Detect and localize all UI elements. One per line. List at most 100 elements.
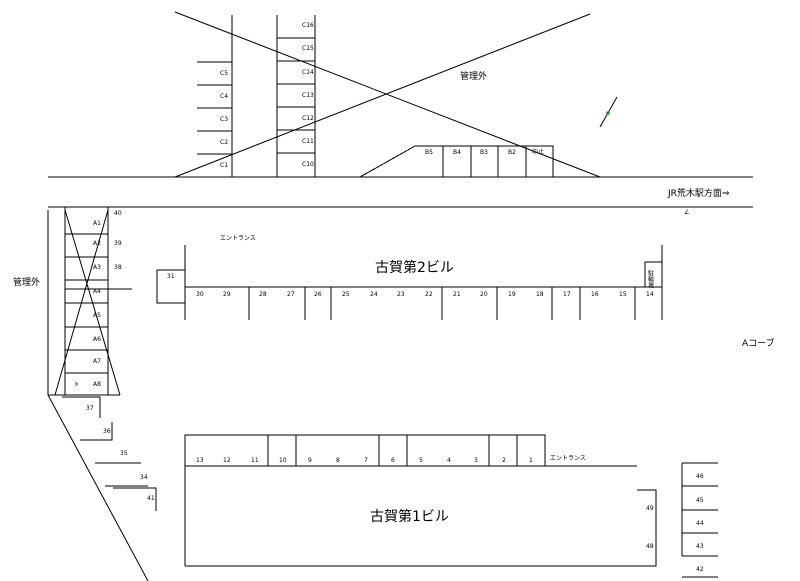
lot-17: 17 [563, 291, 571, 298]
lot-2: 2 [502, 457, 506, 464]
lot-5: 5 [419, 457, 423, 464]
c-area-cross-line-2 [174, 13, 591, 178]
diagonal-lot-area: 37 36 35 34 41 [47, 394, 157, 581]
lot-19: 19 [508, 291, 516, 298]
lot-45: 45 [696, 497, 704, 504]
right-lot-area: 46 45 44 43 42 [681, 462, 718, 578]
building1-top-outline [184, 434, 546, 566]
lot-11: 11 [251, 457, 259, 464]
b-area-outline [359, 145, 554, 178]
lot-8: 8 [336, 457, 340, 464]
lot-16: 16 [591, 291, 599, 298]
lot-41-outline [113, 487, 157, 511]
lot-a1: A1 [93, 220, 101, 227]
entrance-label-bottom: エントランス [550, 455, 586, 462]
lot-24: 24 [370, 291, 378, 298]
lot-14: 14 [646, 291, 654, 298]
lot-c10: C10 [302, 161, 314, 168]
lot-c11: C11 [302, 138, 314, 145]
lot-30: 30 [196, 291, 204, 298]
koga-building-2: 31 駐輪場 エントランス 古賀第2ビル 30 29 28 27 26 25 2… [156, 235, 663, 320]
lot-40: 40 [114, 210, 122, 217]
lot-a4: A4 [93, 288, 101, 295]
building1-body-outline [185, 489, 657, 567]
koga-building-1: 13 12 11 10 9 8 7 6 5 4 3 2 1 エントランス 古賀第… [184, 434, 657, 567]
lot-37: 37 [86, 405, 94, 412]
lot-b5: B5 [425, 149, 433, 156]
x-mark: × [74, 381, 79, 388]
lot-a7: A7 [93, 358, 101, 365]
lot-c13: C13 [302, 92, 314, 99]
lot-13: 13 [196, 457, 204, 464]
lot-a3: A3 [93, 264, 101, 271]
lot-41: 41 [147, 495, 155, 502]
north-arrow-icon [599, 96, 618, 128]
lot-36: 36 [103, 428, 111, 435]
direction-label: JR荒木駅方面⇒ [667, 187, 730, 199]
lot-12: 12 [223, 457, 231, 464]
lot-b4: B4 [453, 149, 461, 156]
lot-c5: C5 [220, 70, 228, 77]
lot-38: 38 [114, 264, 122, 271]
lot-9: 9 [308, 457, 312, 464]
lot-c4: C4 [220, 93, 228, 100]
lot-49: 49 [646, 505, 654, 512]
outside-management-label-left: 管理外 [13, 276, 40, 288]
lot-37-outline [62, 396, 101, 418]
lot-29: 29 [223, 291, 231, 298]
lot-21: 21 [453, 291, 461, 298]
lot-a6: A6 [93, 336, 101, 343]
lot-36-outline [80, 422, 113, 441]
lot-3: 3 [474, 457, 478, 464]
building2-name: 古賀第2ビル [375, 259, 454, 276]
lot-18: 18 [536, 291, 544, 298]
lot-46: 46 [696, 473, 704, 480]
lot-31-box [156, 269, 186, 304]
c-area-cross-line-1 [174, 11, 601, 178]
lot-c16: C16 [302, 22, 314, 29]
bike-parking-label: 駐輪場 [647, 269, 654, 289]
lot-c1: C1 [220, 162, 228, 169]
small-arrow-mark: ∠ [684, 209, 689, 216]
lot-28: 28 [259, 291, 267, 298]
lot-34: 34 [140, 474, 148, 481]
lot-7: 7 [364, 457, 368, 464]
b-area: B5 B4 B3 B2 中止 [359, 145, 554, 178]
lot-25: 25 [342, 291, 350, 298]
lot-20: 20 [480, 291, 488, 298]
lot-43: 43 [696, 543, 704, 550]
a-area: A1 A2 A3 A4 A5 A6 A7 A8 × 40 39 38 管理外 [13, 207, 132, 396]
lot-c15: C15 [302, 45, 314, 52]
lot-48: 48 [646, 543, 654, 550]
lot-a2: A2 [93, 240, 101, 247]
bike-parking-box [644, 261, 663, 288]
entrance-label-top: エントランス [220, 235, 256, 242]
lot-c3: C3 [220, 116, 228, 123]
lot-a8: A8 [93, 381, 101, 388]
lot-26: 26 [314, 291, 322, 298]
c-area: C5 C4 C3 C2 C1 C16 C15 C14 C13 C12 C11 C… [174, 11, 601, 178]
lot-39: 39 [114, 240, 122, 247]
lot-44: 44 [696, 520, 704, 527]
lot-27: 27 [287, 291, 295, 298]
lot-10: 10 [279, 457, 287, 464]
lot-31: 31 [167, 273, 175, 280]
a-coop-label: Aコーブ [742, 337, 775, 349]
lot-35: 35 [120, 450, 128, 457]
lot-6: 6 [391, 457, 395, 464]
lot-b2: B2 [508, 149, 516, 156]
cancelled-lot-label: 中止 [532, 148, 544, 156]
lot-c12: C12 [302, 115, 314, 122]
lot-c2: C2 [220, 139, 228, 146]
lot-a5: A5 [93, 312, 101, 319]
lot-4: 4 [447, 457, 451, 464]
lot-42: 42 [696, 566, 704, 573]
lot-b3: B3 [480, 149, 488, 156]
building1-name: 古賀第1ビル [370, 508, 449, 525]
lot-1: 1 [529, 457, 533, 464]
lot-22: 22 [425, 291, 433, 298]
outside-management-label-top: 管理外 [460, 70, 487, 82]
diagonal-edge-line [47, 394, 149, 581]
lot-15: 15 [619, 291, 627, 298]
